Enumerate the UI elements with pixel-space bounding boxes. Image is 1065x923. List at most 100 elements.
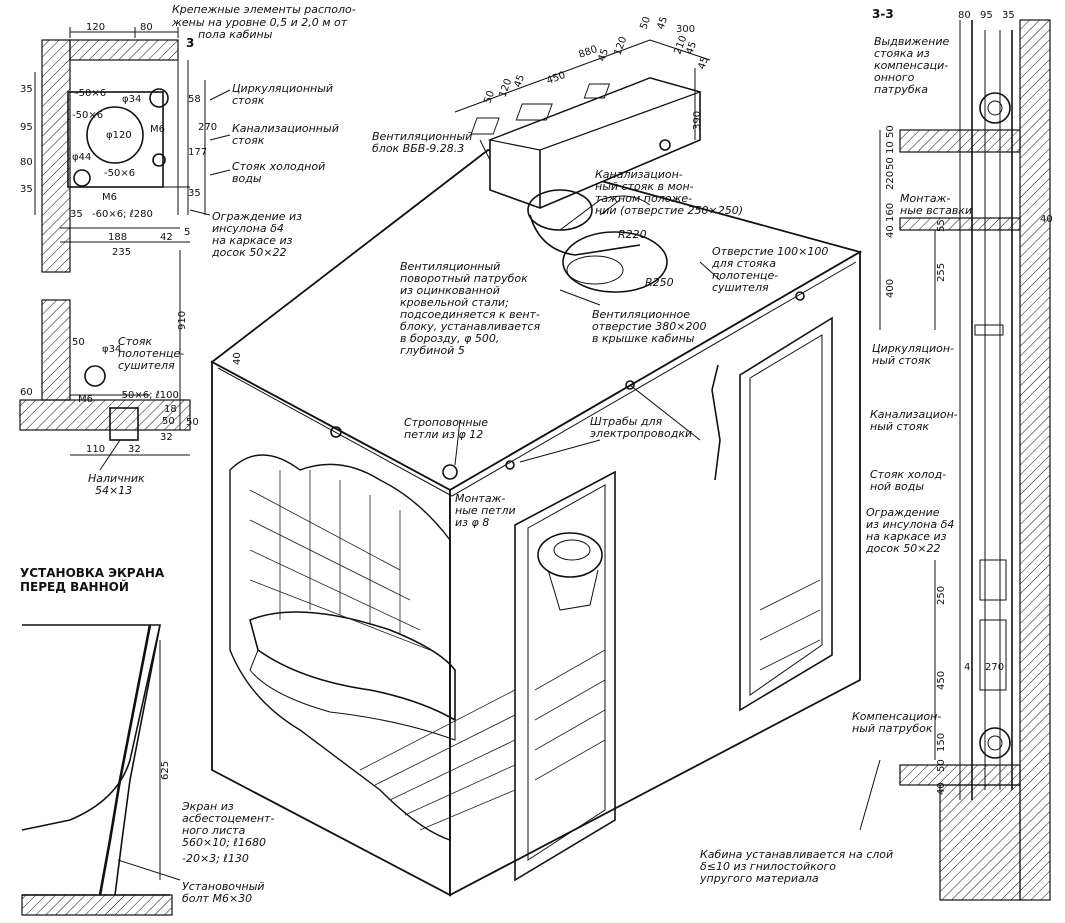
- screen-title-line2: ПЕРЕД ВАННОЙ: [20, 579, 129, 594]
- plan2-dim: 50: [72, 337, 85, 348]
- sec-dim: 255: [936, 263, 947, 282]
- iso-dim: 50: [482, 89, 497, 105]
- plan2-dim: 32: [128, 444, 141, 455]
- bath-wall-tiles: [249, 470, 431, 651]
- vent-pipe-line6: блоку, устанавливается: [400, 320, 540, 333]
- label-towel-2: полотенце-: [118, 347, 184, 360]
- sec-dim: 40: [936, 782, 947, 795]
- mount-loops-line1: Монтаж-: [455, 492, 505, 505]
- vent-hole-line2: отверстие 380×200: [592, 320, 706, 333]
- sec-ext-line4: онного: [874, 71, 915, 84]
- label-circulation-2: стояк: [232, 94, 265, 107]
- towel-hole-line3: полотенце-: [712, 269, 778, 282]
- iso-dim: 300: [676, 24, 695, 35]
- plan-dim: 120: [86, 22, 105, 33]
- plan-dim: 177: [188, 147, 207, 158]
- sec-cold-line1: Стояк холод-: [870, 468, 946, 481]
- sec-comp-line1: Компенсацион-: [852, 710, 941, 723]
- sec-dim: 50: [936, 759, 947, 772]
- plan2-note: φ34: [102, 344, 121, 355]
- iso-dim: 50: [638, 15, 653, 31]
- label-spout-2: 54×13: [95, 484, 132, 497]
- iso-dim: 45: [512, 73, 527, 89]
- vent-pipe-line8: глубиной 5: [400, 344, 465, 357]
- callout-fastening-line2: жены на уровне 0,5 и 2,0 м от: [171, 16, 348, 29]
- sec-stops-line2: ные вставки: [900, 204, 972, 217]
- grooves-line2: электропроводки: [590, 427, 692, 440]
- cabin-note-line1: Кабина устанавливается на слой: [700, 848, 893, 861]
- plan-note: φ44: [72, 152, 91, 163]
- vent-block-line2: блок ВБВ-9.28.3: [372, 142, 464, 155]
- section-title: 3-3: [872, 7, 894, 21]
- cabin-note-line2: δ≤10 из гнилостойкого: [700, 860, 836, 873]
- plan2-dim: 50: [162, 416, 175, 427]
- screen-label-3: ного листа: [182, 824, 246, 837]
- plan-note: -50×6: [72, 110, 103, 121]
- section-3-3: 3-3 80 95 35 50 10 50 220 160 40 55 40 2…: [852, 7, 1053, 901]
- sec-dim: 450: [936, 671, 947, 690]
- screen-label-1: Экран из: [181, 800, 234, 813]
- section-mark: 3: [186, 36, 194, 50]
- plan-note: М6: [150, 124, 165, 135]
- screen-label-4: 560×10; ℓ1680: [182, 836, 266, 849]
- section-top-dim: 35: [1002, 10, 1015, 21]
- label-fence-4: досок 50×22: [211, 246, 286, 259]
- plan-dim: 58: [188, 94, 201, 105]
- sec-fence-line1: Ограждение: [866, 506, 940, 519]
- plan-top-view: 120 80 35 95 80 35 188 42 235 58 177 35 …: [20, 3, 356, 273]
- iso-dim: 880: [577, 44, 599, 61]
- plan-note: 35: [70, 209, 83, 220]
- sewer-mount-line1: Канализацион-: [595, 168, 683, 181]
- screen-strip: -20×3; ℓ130: [182, 852, 249, 865]
- sec-fence-line3: на каркасе из: [866, 530, 947, 543]
- callout-fastening-line1: Крепежные элементы располо-: [172, 3, 356, 16]
- label-fence-3: на каркасе из: [212, 234, 293, 247]
- iso-dim: 45: [684, 40, 699, 56]
- lift-loops-line1: Строповочные: [404, 416, 488, 429]
- sec-dim: 55: [936, 219, 947, 232]
- vent-pipe-line1: Вентиляционный: [400, 260, 500, 273]
- grooves-line1: Штрабы для: [590, 415, 662, 428]
- sec-sewer-line1: Канализацион-: [870, 408, 958, 421]
- sewer-mount-line2: ный стояк в мон-: [595, 180, 694, 193]
- sec-dim: 160: [885, 203, 896, 222]
- plan-dim: 42: [160, 232, 173, 243]
- plan-note: -60×6; ℓ280: [92, 209, 153, 220]
- iso-labels: Вентиляционный блок ВБВ-9.28.3 Канализац…: [372, 130, 893, 885]
- callout-fastening-line3: пола кабины: [198, 28, 273, 41]
- sec-cold-line2: ной воды: [870, 480, 924, 493]
- screen-bolt-1: Установочный: [182, 880, 265, 893]
- vent-pipe-line2: поворотный патрубок: [400, 272, 528, 285]
- plan-dim: 35: [20, 184, 33, 195]
- vent-pipe-line4: кровельной стали;: [400, 296, 509, 309]
- sec-fence-line2: из инсулона δ4: [866, 518, 954, 531]
- plan-towel-detail: 910 50 60 50 110 32 50 32 18 φ34 -50×6; …: [19, 250, 199, 497]
- lift-loops-line2: петли из φ 12: [404, 428, 483, 441]
- sec-ext-line5: патрубка: [874, 83, 928, 96]
- sec-dim: 220: [885, 171, 896, 190]
- plan-note: -50×6: [104, 168, 135, 179]
- label-towel-3: сушителя: [118, 359, 175, 372]
- sec-dim: 40: [885, 225, 896, 238]
- iso-dim: 450: [545, 70, 567, 87]
- label-sewer-2: стояк: [232, 134, 265, 147]
- sec-dim: 40: [1040, 214, 1053, 225]
- vent-pipe-line3: из оцинкованной: [400, 284, 500, 297]
- label-spout-1: Наличник: [88, 472, 145, 485]
- label-fence-2: инсулона δ4: [212, 222, 284, 235]
- sewer-mount-line4: нии (отверстие 250×250): [595, 204, 743, 217]
- sec-stops-line1: Монтаж-: [900, 192, 950, 205]
- towel-hole-line2: для стояка: [711, 257, 776, 270]
- sec-ext-line3: компенсаци-: [874, 59, 948, 72]
- sec-dim: 50: [885, 125, 896, 138]
- vent-pipe-line7: в борозду, φ 500,: [400, 332, 499, 345]
- sec-fence-line4: досок 50×22: [865, 542, 940, 555]
- cabin-isometric: [210, 39, 881, 897]
- plan-dim: 35: [188, 188, 201, 199]
- label-towel-1: Стояк: [118, 335, 152, 348]
- cabin-note-line3: упругого материала: [699, 872, 819, 885]
- sec-comp-line2: ный патрубок: [852, 722, 933, 735]
- towel-hole-line1: Отверстие 100×100: [712, 245, 828, 258]
- sec-circ-line1: Циркуляцион-: [872, 342, 954, 355]
- sec-dim: 270: [985, 662, 1004, 673]
